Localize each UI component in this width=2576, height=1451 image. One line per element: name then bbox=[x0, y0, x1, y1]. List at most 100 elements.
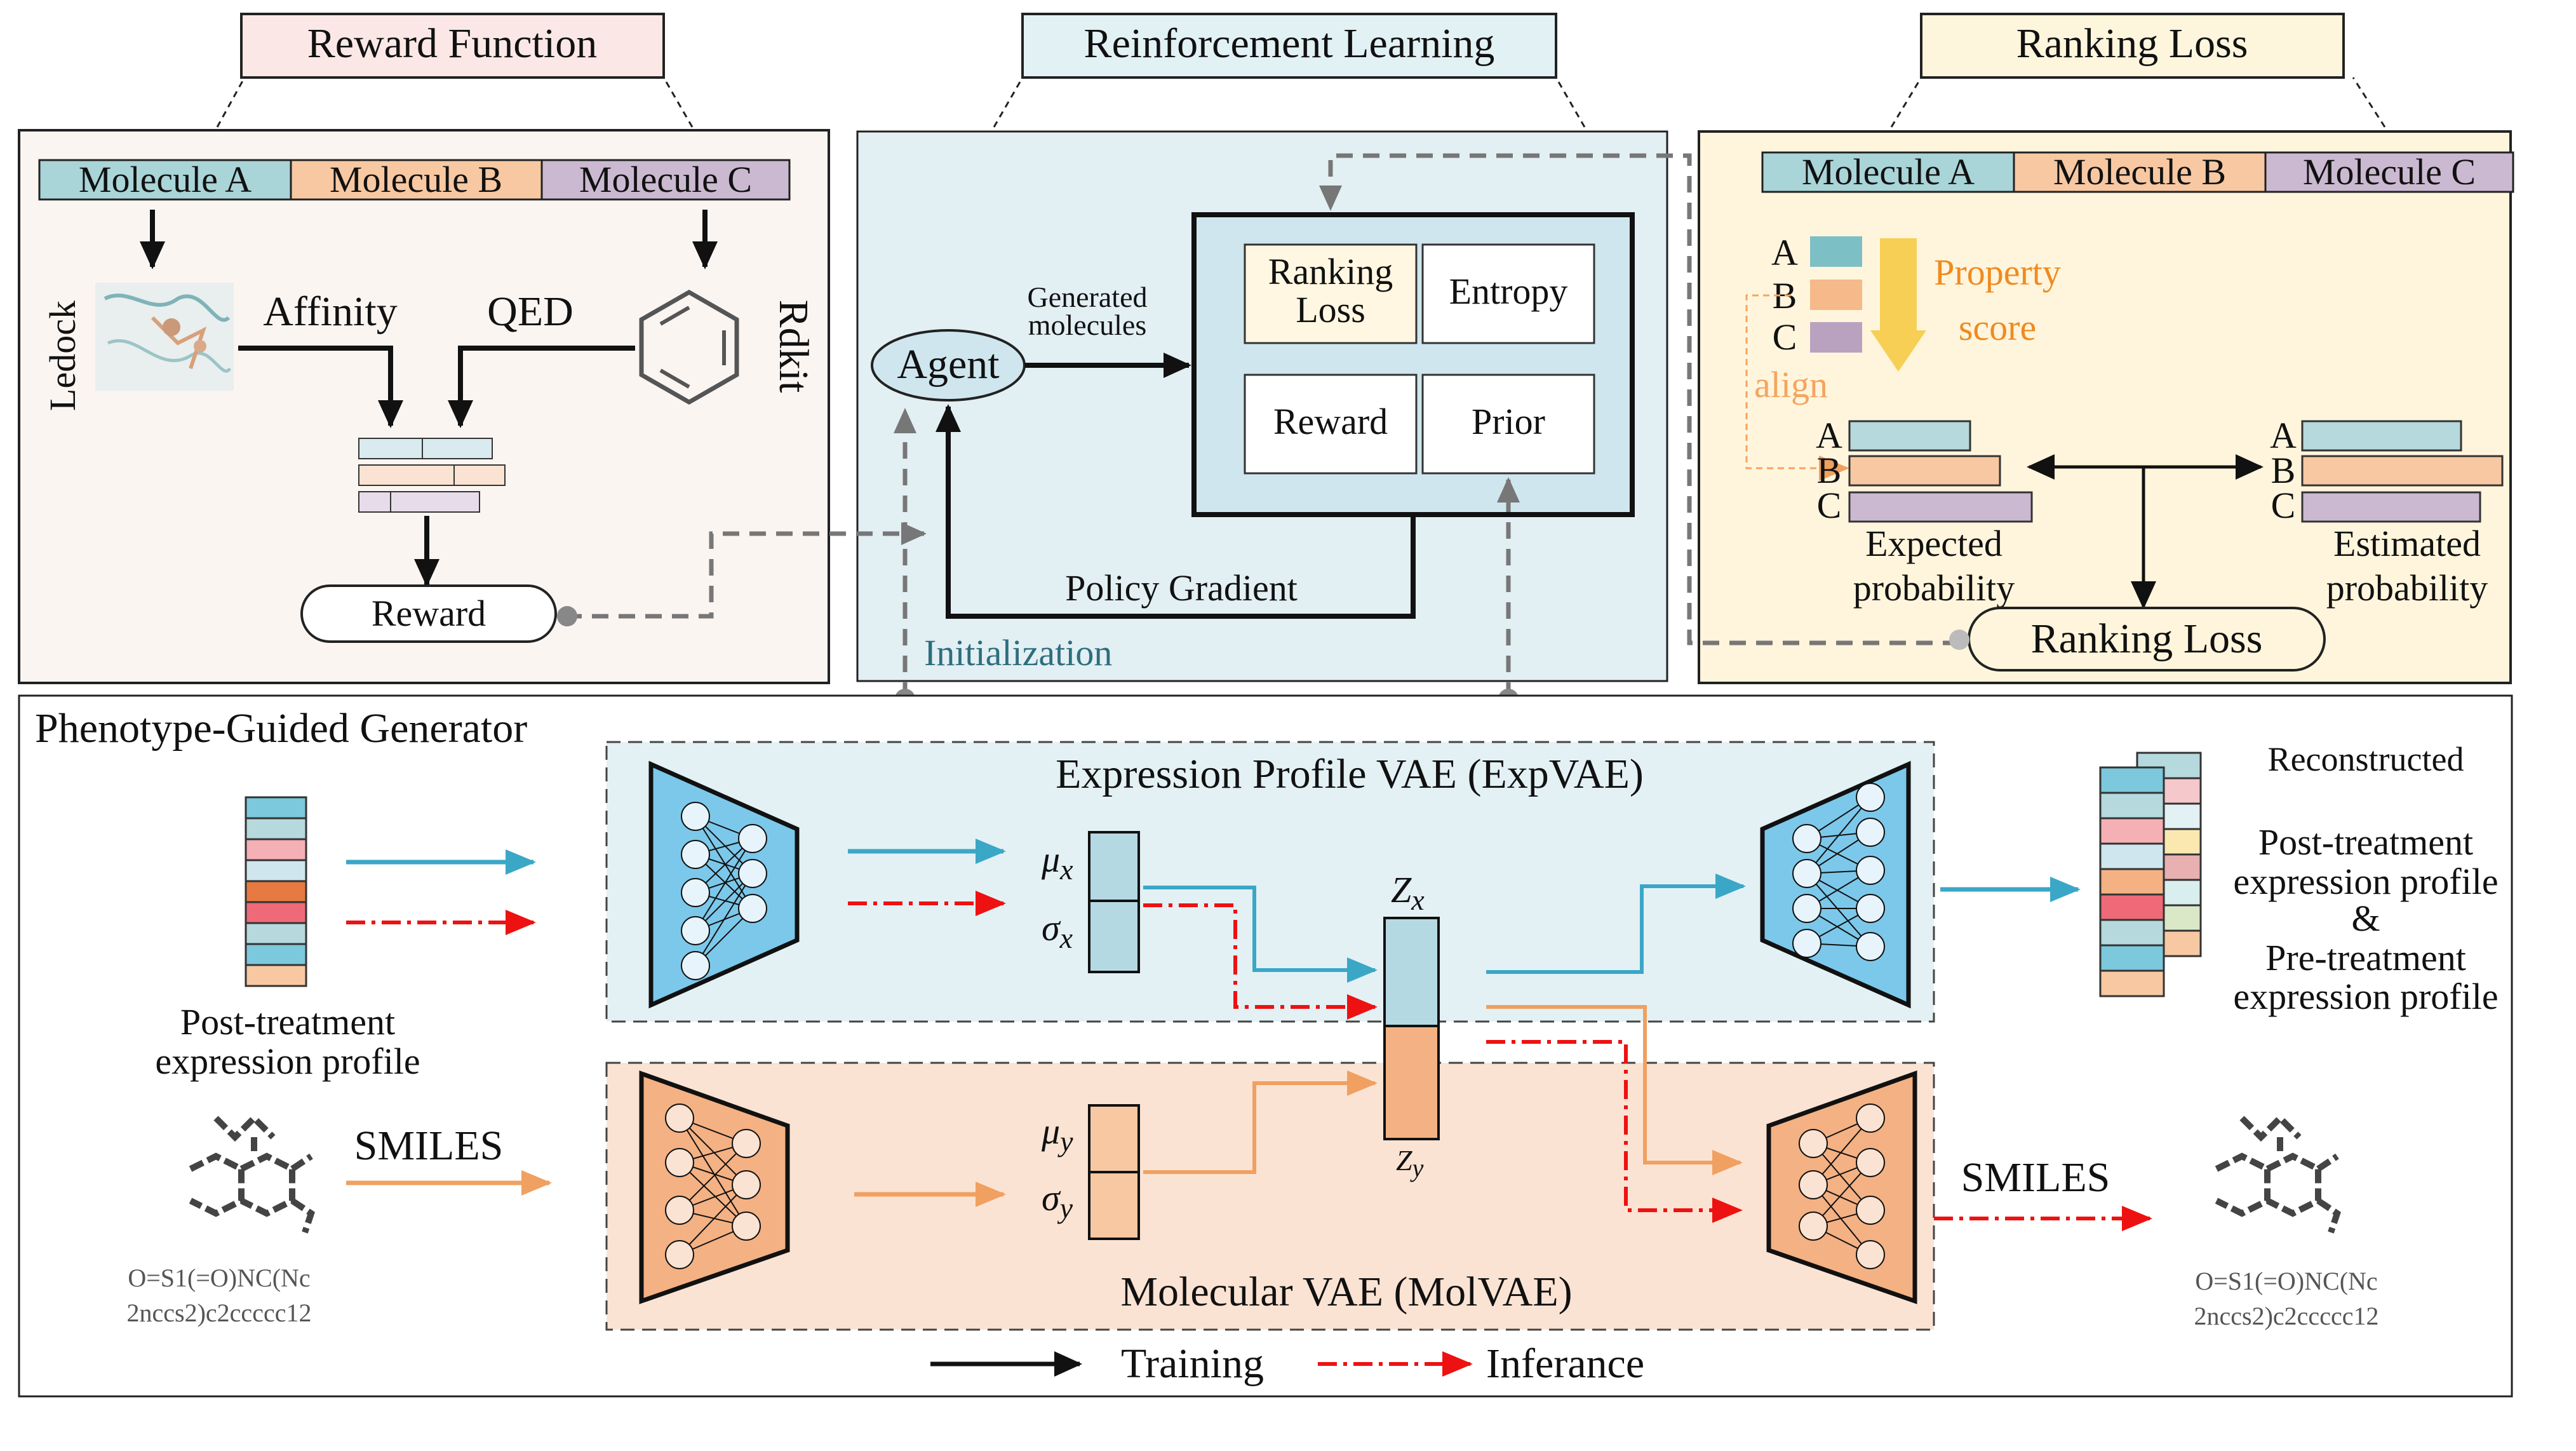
gray-dashed-connectors bbox=[565, 153, 1959, 699]
z-y-label: Zy bbox=[1396, 1144, 1424, 1182]
prior-term-label: Prior bbox=[1472, 401, 1545, 442]
reward-function-panel: Reward Function Molecule A Molecule B Mo… bbox=[18, 13, 830, 684]
exp-decoder-neural-network-icon bbox=[1760, 760, 1911, 1009]
recon-line3: Pre-treatment bbox=[2265, 937, 2466, 978]
estimated-letter-c: C bbox=[2271, 485, 2296, 526]
property-score-arrow bbox=[1870, 238, 1926, 372]
expected-bar-a bbox=[1848, 420, 1971, 452]
reward-term-box bbox=[1244, 374, 1418, 475]
reward-molecule-b: Molecule B bbox=[330, 159, 502, 200]
score-letter-a: A bbox=[1771, 232, 1798, 273]
score-swatch-a bbox=[1810, 236, 1862, 267]
mu-x-to-z-infer-arrow bbox=[1143, 903, 1378, 1020]
rl-header: Reinforcement Learning bbox=[1084, 20, 1495, 67]
reward-molecule-bar: Molecule A Molecule B Molecule C bbox=[38, 159, 791, 201]
ranking-molecule-b: Molecule B bbox=[2053, 151, 2226, 192]
output-smiles-string-line1: O=S1(=O)NC(Nc bbox=[2195, 1267, 2377, 1295]
z-to-mol-decoder-infer-arrow bbox=[1486, 1040, 1743, 1223]
estimated-letter-b: B bbox=[2271, 450, 2296, 491]
affinity-label: Affinity bbox=[263, 288, 397, 335]
legend: Training Inferance bbox=[930, 1340, 1644, 1387]
expected-bar-c bbox=[1848, 491, 2033, 523]
generator-panel: Phenotype-Guided Generator Expression Pr… bbox=[18, 694, 2513, 1398]
mol-vae-box bbox=[605, 1062, 1935, 1331]
reward-function-header: Reward Function bbox=[307, 20, 597, 67]
recon-line1: Post-treatment bbox=[2258, 821, 2473, 863]
recon-ampersand: & bbox=[2351, 898, 2380, 939]
qed-label: QED bbox=[487, 288, 574, 335]
mol-vae-title: Molecular VAE (MolVAE) bbox=[1120, 1269, 1572, 1315]
score-swatch-c bbox=[1810, 322, 1862, 353]
reward-function-header-box bbox=[240, 13, 665, 79]
output-smiles-string-line2: 2nccs2)c2ccccc12 bbox=[2194, 1302, 2379, 1330]
benzene-ring-icon bbox=[639, 289, 739, 405]
reward-molecule-a: Molecule A bbox=[79, 159, 252, 200]
expected-letter-a: A bbox=[1816, 415, 1842, 456]
connector-dot-icon bbox=[1949, 630, 1969, 650]
z-x-label: Zx bbox=[1391, 869, 1425, 916]
rdkit-label: Rdkit bbox=[770, 300, 817, 393]
property-score-line1: Property bbox=[1934, 252, 2061, 293]
reinforcement-learning-panel: Reinforcement Learning Ranking Loss Entr… bbox=[856, 13, 1668, 682]
generated-molecules-line2: molecules bbox=[1028, 309, 1147, 341]
ranking-loss-term-box bbox=[1244, 243, 1418, 344]
estimated-bar-a bbox=[2301, 420, 2462, 452]
reward-output-label: Reward bbox=[372, 593, 486, 634]
legend-inference-label: Inferance bbox=[1486, 1340, 1644, 1387]
reward-stack-icon bbox=[358, 438, 506, 513]
estimated-bar-c bbox=[2301, 491, 2481, 523]
smiles-string-line2: 2nccs2)c2ccccc12 bbox=[127, 1299, 312, 1327]
rl-header-box bbox=[1021, 13, 1557, 79]
reconstructed-profile-icon bbox=[2099, 752, 2202, 997]
ranking-loss-panel: Ranking Loss Molecule A Molecule B Molec… bbox=[1698, 13, 2514, 684]
post-treatment-profile-icon bbox=[245, 796, 307, 987]
reward-molecule-c: Molecule C bbox=[579, 159, 752, 200]
score-letter-c: C bbox=[1773, 316, 1797, 358]
expected-probability-line2: probability bbox=[1853, 567, 2015, 609]
expected-letter-c: C bbox=[1817, 485, 1842, 526]
affinity-arrow bbox=[238, 346, 403, 428]
estimated-letter-a: A bbox=[2270, 415, 2297, 456]
z-x-latent-box bbox=[1383, 917, 1440, 1027]
molecule-structure-icon bbox=[189, 1113, 315, 1234]
expected-letter-b: B bbox=[1817, 450, 1842, 491]
z-to-exp-decoder-arrow bbox=[1486, 874, 1746, 974]
prior-term-box bbox=[1421, 374, 1595, 475]
recon-line4: expression profile bbox=[2233, 976, 2498, 1017]
ranking-loss-header: Ranking Loss bbox=[2016, 20, 2248, 67]
estimated-probability-line2: probability bbox=[2326, 567, 2488, 609]
ranking-molecule-a: Molecule A bbox=[1802, 151, 1975, 192]
ledock-label: Ledock bbox=[42, 300, 83, 411]
exp-encoder-neural-network-icon bbox=[648, 760, 800, 1009]
ranking-loss-term-line1: Ranking bbox=[1268, 251, 1393, 292]
smiles-output-label: SMILES bbox=[1961, 1154, 2110, 1201]
connector-dot-icon bbox=[557, 606, 577, 626]
molecule-structure-icon bbox=[2215, 1113, 2341, 1234]
mu-x-to-z-arrow bbox=[1143, 886, 1378, 983]
mol-encoder-neural-network-icon bbox=[639, 1070, 790, 1304]
policy-gradient-arrow bbox=[936, 404, 1416, 619]
post-treatment-label-line1: Post-treatment bbox=[180, 1001, 395, 1043]
expected-bar-b bbox=[1848, 455, 2001, 487]
exp-vae-title: Expression Profile VAE (ExpVAE) bbox=[1056, 751, 1644, 797]
mol-decoder-neural-network-icon bbox=[1766, 1070, 1917, 1304]
legend-training-label: Training bbox=[1121, 1340, 1264, 1387]
score-swatch-b bbox=[1810, 280, 1862, 310]
estimated-bar-b bbox=[2301, 455, 2504, 487]
reconstructed-label: Reconstructed bbox=[2268, 740, 2464, 778]
post-treatment-label-line2: expression profile bbox=[155, 1041, 420, 1082]
mu-x-label: μx bbox=[1041, 839, 1073, 886]
entropy-term-box bbox=[1421, 243, 1595, 344]
reward-term-label: Reward bbox=[1273, 401, 1388, 442]
exp-vae-box bbox=[605, 741, 1935, 1023]
docking-image-icon bbox=[95, 283, 234, 391]
z-y-latent-box bbox=[1383, 1025, 1440, 1140]
ranking-molecule-bar: Molecule A Molecule B Molecule C bbox=[1761, 151, 2514, 193]
smiles-input-label: SMILES bbox=[354, 1123, 504, 1169]
smiles-string-line1: O=S1(=O)NC(Nc bbox=[128, 1264, 310, 1292]
agent-node bbox=[871, 329, 1026, 402]
ranking-loss-header-box bbox=[1920, 13, 2345, 79]
initialization-label: Initialization bbox=[924, 632, 1112, 673]
